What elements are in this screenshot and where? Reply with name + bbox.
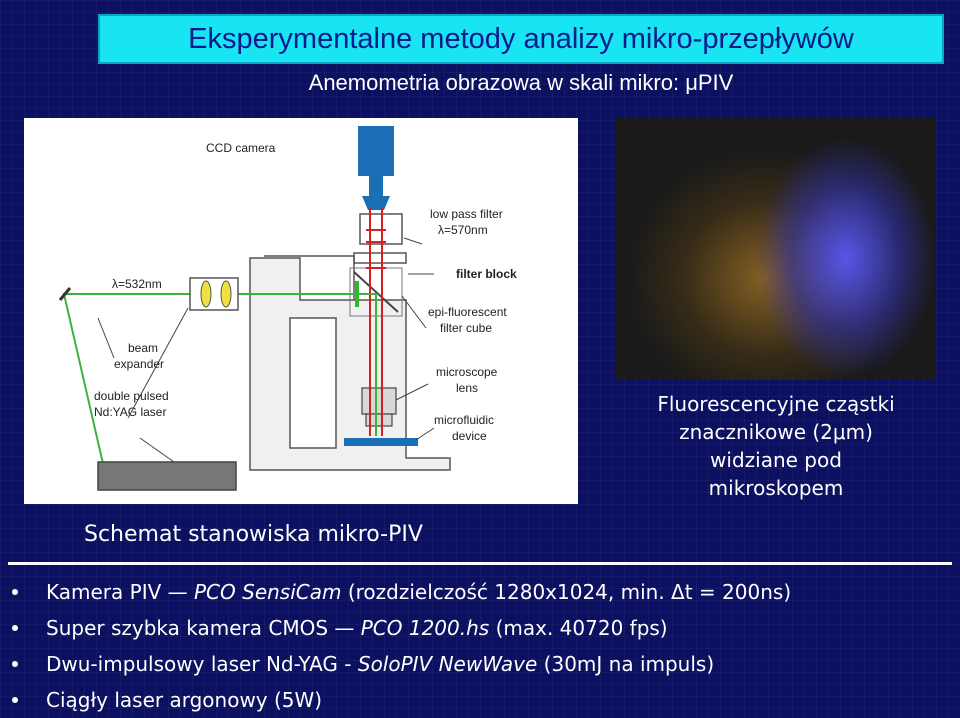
label-expander: expander: [114, 357, 164, 371]
label-ccd-camera: CCD camera: [206, 141, 276, 155]
label-microscope: microscope: [436, 365, 498, 379]
ccd-camera-body: [358, 126, 394, 176]
list-item: Kamera PIV — PCO SensiCam (rozdzielczość…: [12, 574, 791, 610]
label-double-pulsed: double pulsed: [94, 389, 169, 403]
title-box: Eksperymentalne metody analizy mikro-prz…: [98, 14, 944, 64]
camera-lens-mount: [362, 196, 390, 210]
setup-diagram-svg: CCD camera low pass filter λ=570nm λ=532…: [24, 118, 578, 504]
list-item: Ciągły laser argonowy (5W): [12, 682, 791, 718]
label-microfluidic: microfluidic: [434, 413, 494, 427]
label-filter-cube: filter cube: [440, 321, 492, 335]
micrograph-caption-line: widziane pod: [616, 446, 936, 474]
setup-diagram: CCD camera low pass filter λ=570nm λ=532…: [24, 118, 578, 504]
microfluidic-device: [344, 438, 418, 446]
label-low-pass-filter: low pass filter: [430, 207, 503, 221]
bullet-list: Kamera PIV — PCO SensiCam (rozdzielczość…: [12, 574, 791, 718]
label-lambda-570: λ=570nm: [438, 223, 488, 237]
ndyag-laser: [98, 462, 236, 490]
label-filter-block: filter block: [456, 267, 517, 281]
micrograph-caption: Fluorescencyjne cząstki znacznikowe (2μm…: [616, 390, 936, 502]
list-item: Dwu-impulsowy laser Nd-YAG - SoloPIV New…: [12, 646, 791, 682]
page-subtitle: Anemometria obrazowa w skali mikro: μPIV: [98, 70, 944, 96]
fluorescent-particles-image: [616, 118, 936, 380]
list-item: Super szybka kamera CMOS — PCO 1200.hs (…: [12, 610, 791, 646]
objective-lens: [362, 388, 396, 414]
label-device: device: [452, 429, 487, 443]
page-title: Eksperymentalne metody analizy mikro-prz…: [188, 23, 854, 56]
micrograph-caption-line: znacznikowe (2μm): [616, 418, 936, 446]
label-ndyag-laser: Nd:YAG laser: [94, 405, 166, 419]
label-epi-fluorescent: epi-fluorescent: [428, 305, 507, 319]
label-lens: lens: [456, 381, 478, 395]
label-lambda-532: λ=532nm: [112, 277, 162, 291]
micrograph-caption-line: mikroskopem: [616, 474, 936, 502]
label-beam: beam: [128, 341, 158, 355]
micrograph-caption-line: Fluorescencyjne cząstki: [616, 390, 936, 418]
divider: [8, 562, 952, 565]
diagram-caption: Schemat stanowiska mikro-PIV: [84, 522, 423, 547]
